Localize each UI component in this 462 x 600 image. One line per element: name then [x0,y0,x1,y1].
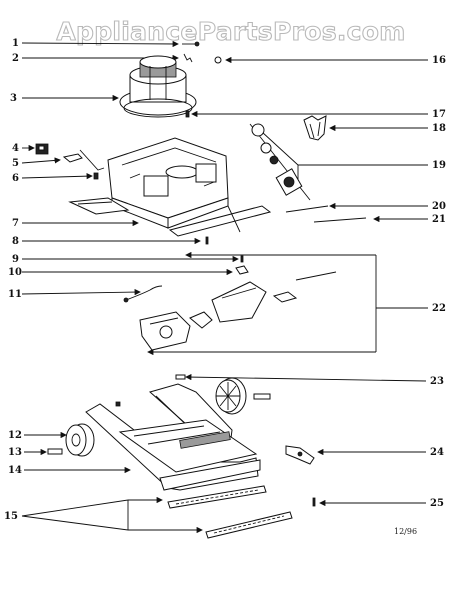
part-axle-13 [47,448,63,455]
callout-17: 17 [432,109,446,120]
watermark-text: AppliancePartsPros.com [56,17,405,46]
callout-5: 5 [12,158,19,169]
callout-14: 14 [8,465,22,476]
part-screw-8 [205,236,209,245]
part-base-14 [85,383,261,491]
part-housing-7 [68,137,272,237]
callout-3: 3 [10,93,17,104]
callout-10: 10 [8,267,22,278]
callout-7: 7 [12,218,19,229]
part-brushroll-15 [167,485,293,539]
part-screw-1 [182,41,200,47]
part-rod-20 [285,205,329,213]
callout-19: 19 [432,160,446,171]
part-fastener-16 [214,56,222,64]
callout-6: 6 [12,173,19,184]
part-bracket-5 [62,149,105,171]
callout-20: 20 [432,201,446,212]
callout-16: 16 [432,55,446,66]
part-screw-23 [175,374,186,380]
callout-18: 18 [432,123,446,134]
part-rod-21 [313,217,367,223]
part-pin-9 [240,255,244,263]
part-switch-assembly-19 [249,123,311,201]
callout-9: 9 [12,254,19,265]
callout-2: 2 [12,53,19,64]
callout-1: 1 [12,38,19,49]
part-clamp-18 [303,115,327,141]
part-wheel-right [215,377,271,415]
part-wheel-12 [65,423,95,457]
callout-labels: 1 2 3 4 5 6 7 8 9 10 11 12 13 14 15 16 1… [4,38,446,522]
callout-15: 15 [4,511,18,522]
callout-22: 22 [432,303,446,314]
part-screw-25 [312,497,316,507]
callout-23: 23 [430,376,444,387]
callout-4: 4 [12,143,19,154]
callout-25: 25 [430,498,444,509]
callout-11: 11 [8,289,22,300]
date-code: 12/96 [394,527,417,536]
part-nozzle-assembly-22 [139,271,337,351]
part-cord-11 [123,285,163,303]
callout-13: 13 [8,447,22,458]
part-clip-10 [235,265,249,275]
part-small-6 [93,172,99,180]
callout-8: 8 [12,236,19,247]
callout-21: 21 [432,214,446,225]
callout-12: 12 [8,430,22,441]
part-pin-17 [185,110,190,118]
part-latch-24 [285,445,315,465]
callout-24: 24 [430,447,444,458]
part-clip-2 [183,53,193,63]
part-motor-3 [119,55,197,118]
part-block-4 [35,143,49,155]
